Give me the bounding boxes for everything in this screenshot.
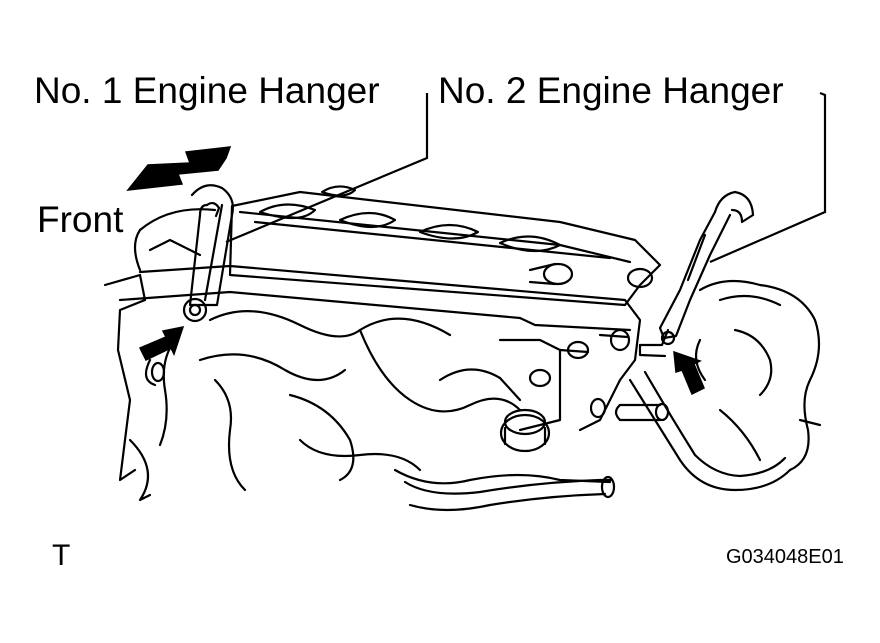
pointer-arrow-icon-right (673, 350, 705, 396)
no1-engine-hanger (182, 184, 234, 323)
leader-line-hanger-2 (709, 91, 827, 264)
front-arrow-icon (126, 146, 232, 191)
no2-engine-hanger (638, 190, 755, 358)
engine-block (103, 208, 670, 512)
pointer-arrow-icon-left (138, 326, 185, 361)
cylinder-head-cover (228, 185, 662, 307)
label-no2-engine-hanger: No. 2 Engine Hanger (438, 70, 784, 111)
label-front: Front (37, 199, 124, 240)
label-figure-id: G034048E01 (726, 546, 844, 568)
leader-line-hanger-1 (225, 93, 429, 244)
transaxle-side (628, 279, 822, 492)
label-no1-engine-hanger: No. 1 Engine Hanger (34, 70, 380, 111)
label-view-code: T (52, 539, 71, 572)
